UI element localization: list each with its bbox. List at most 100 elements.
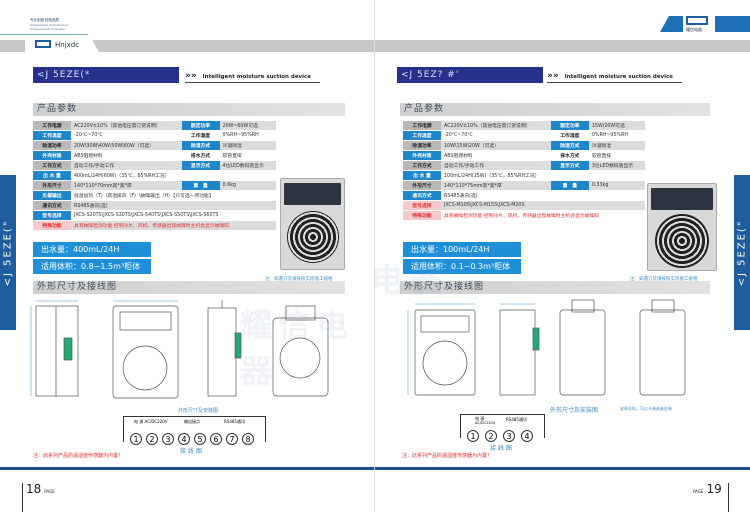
wiring-power-label: 电 源 AC/DC220V <box>134 419 168 424</box>
output-badge: 出水量：400mL/24H <box>33 242 151 257</box>
wiring-diagram: 电 源 AC/DC220V RS485通讯 <box>460 414 545 438</box>
param-value: JXCS-M10S\JXCS-M15S\JXCS-M20S <box>441 201 645 210</box>
photo-note: 注：如遇订货请按照实际施工规格 <box>630 277 698 282</box>
param-value: ABS阻燃材料 <box>444 154 473 159</box>
product-photo <box>647 183 717 271</box>
terminal-pin: 2 <box>485 430 497 442</box>
terminal-pin: 1 <box>467 430 479 442</box>
param-value: 0%RH~95%RH <box>591 133 629 138</box>
param-value: 0%RH~95%RH <box>222 133 259 138</box>
param-label: 工作湿度 <box>190 134 211 139</box>
param-value: 0.33kg <box>588 181 645 190</box>
terminal-pin: 4 <box>521 430 533 442</box>
product-photo <box>280 178 345 270</box>
header-accent-right <box>715 16 750 32</box>
param-label: 工作温度 <box>403 131 441 140</box>
param-label: 重 量 <box>181 181 220 190</box>
param-label: 出 水 量 <box>403 171 441 180</box>
param-label: 通讯方式 <box>33 201 71 210</box>
param-value: JXCS-S20TS\JXCS-S30TS\JXCS-S40TS\JXCS-S5… <box>74 213 219 218</box>
watermark: 耀信电器 <box>240 306 355 390</box>
param-label: 除湿功率 <box>33 141 71 150</box>
header-accent <box>660 16 690 32</box>
page-number-value: 18 <box>26 482 42 496</box>
terminal-pin: 7 <box>226 433 238 445</box>
dimension-drawings <box>30 300 329 399</box>
param-label: 出 水 量 <box>33 171 71 180</box>
page-number-value: 19 <box>706 482 722 496</box>
footer-rule <box>0 467 374 470</box>
param-value: RS485通讯(选) <box>444 194 478 199</box>
param-value: 0.6kg <box>219 181 276 190</box>
terminal-pin: 8 <box>242 433 254 445</box>
display-panel <box>284 183 341 205</box>
table-row: 负载输出低温加热（T）\高温排风（F）\故障输出（H）【只可选一项功能】 <box>33 191 276 200</box>
display-panel <box>651 188 713 210</box>
subtitle-text: Intelligent moisture suction device <box>202 74 312 80</box>
param-label: 排水方式 <box>560 154 580 159</box>
page-divider <box>728 483 729 512</box>
param-value: 低温加热（T）\高温排风（F）\故障输出（H）【只可选一项功能】 <box>74 194 214 199</box>
slogan-cn: 专业制造 检验品质 <box>30 18 60 22</box>
param-label: 型号选择 <box>403 201 441 210</box>
wiring-comm-label: RS485通讯 <box>506 417 527 422</box>
logo: 耀信电器 <box>683 14 713 34</box>
param-label: 工作方式 <box>403 161 441 170</box>
param-label: 特殊功能 <box>33 221 71 230</box>
fan-grille <box>286 211 339 263</box>
params-heading: 产品参数 <box>33 103 345 116</box>
table-row: 工作温度-20℃~70℃ 工作湿度 0%RH~95%RH <box>33 131 276 140</box>
side-tab[interactable]: <J 5EZE(" <box>734 175 750 330</box>
param-value: 20W\30W\40W\50W\60W（可选） <box>71 141 182 150</box>
terminal-pin: 5 <box>194 433 206 445</box>
param-label: 除湿方式 <box>550 141 589 150</box>
param-label: 除湿方式 <box>181 141 220 150</box>
table-row: 特殊功能具有故障检测功能 控制冷片、风机、传感器出现故障时主机会显示故障码 <box>33 221 276 230</box>
page-left: 专业制造 检验品质 Professional manufacture Achie… <box>0 0 375 512</box>
slogan-box: 专业制造 检验品质 Professional manufacture Achie… <box>0 0 88 35</box>
watermark: 耀信电器 <box>375 261 448 299</box>
param-label: 显示方式 <box>181 161 220 170</box>
product-title: <J 5EZE(* <box>33 67 179 83</box>
output-badge: 出水量：100mL/24H <box>403 242 521 257</box>
photo-note: 注：如遇订货请按照实际施工规格 <box>265 277 333 282</box>
wiring-diagram: 电 源 AC/DC220V 输出接点 RS485通讯 <box>123 416 266 442</box>
param-label: 工作电源 <box>33 121 71 130</box>
param-label: 工作温度 <box>33 131 71 140</box>
param-value: 140*110*70mm高*宽*厚 <box>71 181 182 190</box>
param-label: 额定功率 <box>550 121 589 130</box>
volume-badge: 适用体积：0.1~0.3m³柜体 <box>403 259 521 274</box>
brand-name: Hnjxdc <box>55 41 80 49</box>
param-value: RS485通讯(选) <box>71 201 276 210</box>
side-tab[interactable]: <J 5EZE(" <box>0 175 16 330</box>
param-value: 自动工作/手动工作 <box>71 161 182 170</box>
param-value: -20℃~70℃ <box>444 133 473 138</box>
param-value: 具有故障检测功能 控制冷片、风机、传感器出现故障时主机会显示故障码 <box>71 221 276 230</box>
param-value: 100mL/24H(15W)（35℃，85%RH工况） <box>444 174 540 179</box>
terminal-pin: 2 <box>146 433 158 445</box>
param-label: 外壳材质 <box>403 151 441 160</box>
param-value: 冷凝除湿 <box>588 141 645 150</box>
param-value: 15W/20W可选 <box>588 121 645 130</box>
page-right: 耀信电器 <J 5EZ? #' »»Intelligent moisture s… <box>375 0 750 512</box>
param-label: 显示方式 <box>550 161 589 170</box>
sensor-note: 注：此系列产品的温湿度传感器为内置！ <box>402 453 493 459</box>
param-value: -20℃~70℃ <box>74 133 103 138</box>
slogan-en: Professional manufacture <box>30 23 69 27</box>
param-value: 自动工作/手动工作 <box>441 161 551 170</box>
dimension-drawings <box>407 299 686 396</box>
param-value: 3位LED数码管显示 <box>588 161 645 170</box>
